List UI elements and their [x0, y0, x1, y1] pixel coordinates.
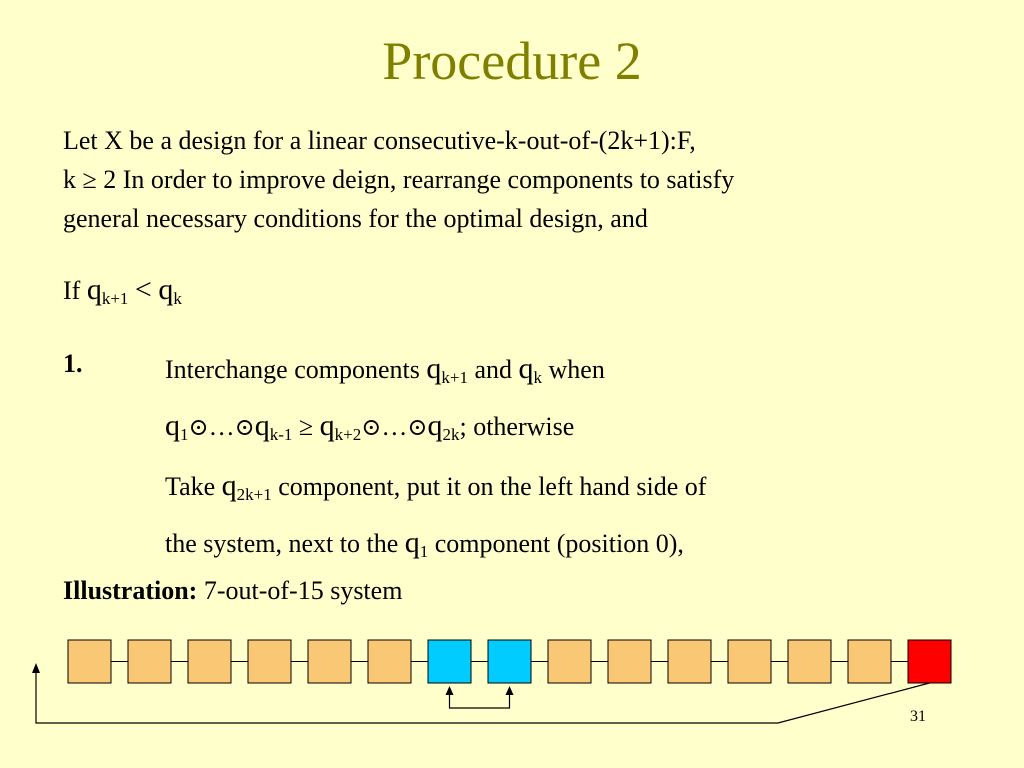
component-box [607, 639, 652, 684]
circled-dot-icon: ⊙ [361, 415, 382, 441]
step-2-text: component, put it on the left hand side … [278, 472, 707, 501]
q-symbol: q [165, 409, 180, 442]
intro-line-3: general necessary conditions for the opt… [63, 204, 648, 233]
condition-line: If qk+1 < qk [63, 273, 182, 309]
subscript: k-1 [269, 425, 293, 444]
arrow-head-icon [505, 686, 514, 695]
q-symbol: q [319, 409, 335, 442]
illustration-caption: Illustration: 7-out-of-15 system [63, 576, 402, 606]
if-label: If [63, 276, 81, 305]
ellipsis: … [208, 412, 235, 441]
ellipsis: … [381, 412, 408, 441]
take-text: Take [165, 472, 216, 501]
component-box [847, 639, 892, 684]
intro-line-2: k ≥ 2 In order to improve deign, rearran… [63, 165, 735, 194]
subscript: k [533, 368, 543, 387]
step-1-line-2: q1⊙…⊙qk-1 ≥ qk+2⊙…⊙q2k; otherwise [165, 402, 605, 459]
q-symbol: q [254, 409, 270, 442]
subscript: k+1 [441, 368, 468, 387]
q-symbol: q [518, 352, 534, 385]
swap-arrow-line [448, 689, 511, 709]
component-box [787, 639, 832, 684]
step-2: Take q2k+1 component, put it on the left… [165, 462, 706, 576]
q-symbol: q [427, 409, 443, 442]
step-number: 1. [63, 349, 83, 378]
less-than-symbol: < [134, 273, 152, 306]
when-text: when [548, 355, 605, 384]
q-symbol: q [158, 273, 174, 306]
subscript: 1 [180, 425, 189, 444]
circled-dot-icon: ⊙ [234, 415, 255, 441]
intro-line-1: Let X be a design for a linear consecuti… [63, 126, 696, 155]
moved-component-box [907, 639, 952, 684]
subscript: 2k [442, 425, 460, 444]
subscript: k [173, 289, 182, 308]
intro-paragraph: Let X be a design for a linear consecuti… [63, 121, 983, 238]
component-box [367, 639, 412, 684]
subscript: 2k+1 [236, 485, 272, 504]
swapped-component-box [487, 639, 532, 684]
q-symbol: q [426, 352, 442, 385]
and-text: and [474, 355, 512, 384]
page-title: Procedure 2 [382, 31, 642, 91]
circled-dot-icon: ⊙ [188, 415, 209, 441]
subscript: 1 [419, 542, 429, 561]
component-box [187, 639, 232, 684]
arrow-head-icon [32, 663, 40, 673]
component-box [727, 639, 772, 684]
page-number: 31 [910, 708, 926, 725]
q-symbol: q [86, 273, 102, 306]
step-1: Interchange components qk+1 and qk when … [165, 345, 605, 459]
interchange-text: Interchange components [165, 355, 420, 384]
subscript: k+1 [101, 289, 129, 308]
step-2-line-1: Take q2k+1 component, put it on the left… [165, 462, 706, 519]
component-box [67, 639, 112, 684]
swapped-component-box [427, 639, 472, 684]
illustration-text: 7-out-of-15 system [203, 576, 403, 605]
component-box [247, 639, 292, 684]
component-box [547, 639, 592, 684]
component-box [127, 639, 172, 684]
step-1-line-1: Interchange components qk+1 and qk when [165, 345, 605, 402]
circled-dot-icon: ⊙ [407, 415, 428, 441]
arrow-head-icon [445, 686, 454, 695]
otherwise-text: ; otherwise [459, 412, 575, 441]
step-2-line-2: the system, next to the q1 component (po… [165, 519, 706, 576]
step-2-text: the system, next to the [165, 529, 399, 558]
illustration-label: Illustration: [63, 576, 198, 605]
component-box [307, 639, 352, 684]
q-symbol: q [221, 469, 237, 502]
component-box [667, 639, 712, 684]
greater-equal-symbol: ≥ [298, 412, 314, 441]
subscript: k+2 [334, 425, 362, 444]
step-2-text: component (position 0), [434, 529, 684, 558]
move-arrow-line [35, 672, 930, 724]
q-symbol: q [404, 526, 420, 559]
